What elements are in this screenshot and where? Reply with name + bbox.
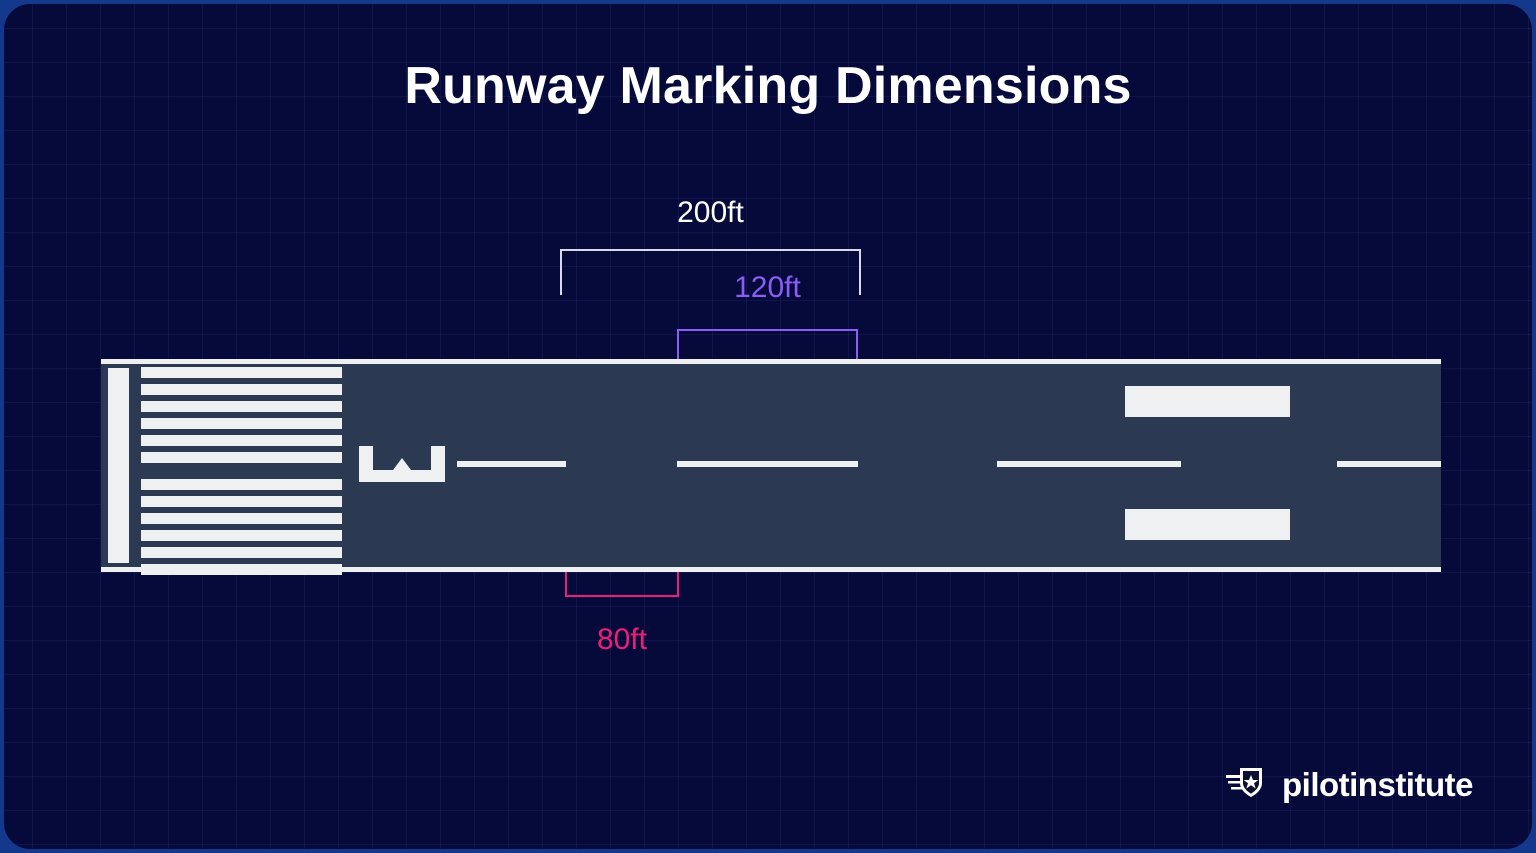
runway-edge-line-bottom [101, 567, 1441, 572]
winged-shield-star-icon [1226, 764, 1272, 805]
threshold-stripe [141, 496, 342, 507]
page-title: Runway Marking Dimensions [404, 57, 1132, 115]
brand-logo: pilotinstitute [1226, 764, 1473, 805]
dimension-label-120ft: 120ft [734, 271, 801, 304]
dimension-label-80ft: 80ft [596, 623, 648, 656]
threshold-stripe [141, 435, 342, 446]
threshold-stripe [141, 547, 342, 558]
runway-edge-line-top [101, 359, 1441, 364]
dimension-bracket-200ft [560, 249, 861, 295]
runway-centerline-dash [677, 461, 858, 467]
threshold-stripe [141, 367, 342, 378]
runway-centerline-dash [997, 461, 1181, 467]
aiming-point-marking [1125, 509, 1290, 540]
runway-surface [101, 359, 1441, 575]
runway-designator-marking [359, 446, 445, 482]
runway-threshold-bar [108, 368, 129, 563]
dimension-label-200ft: 200ft [677, 196, 744, 229]
aiming-point-marking [1125, 386, 1290, 417]
runway-centerline-dash [1337, 461, 1441, 467]
threshold-stripes-group [141, 367, 342, 575]
diagram-card: Runway Marking Dimensions 200ft 120ft 80… [4, 4, 1532, 849]
threshold-stripe [141, 401, 342, 412]
threshold-stripe [141, 479, 342, 490]
threshold-stripe [141, 530, 342, 541]
brand-logo-text: pilotinstitute [1282, 765, 1473, 803]
threshold-stripe [141, 418, 342, 429]
threshold-stripe [141, 564, 342, 575]
threshold-stripe [141, 513, 342, 524]
threshold-stripe [141, 384, 342, 395]
runway-centerline-dash [457, 461, 566, 467]
threshold-stripe [141, 452, 342, 463]
